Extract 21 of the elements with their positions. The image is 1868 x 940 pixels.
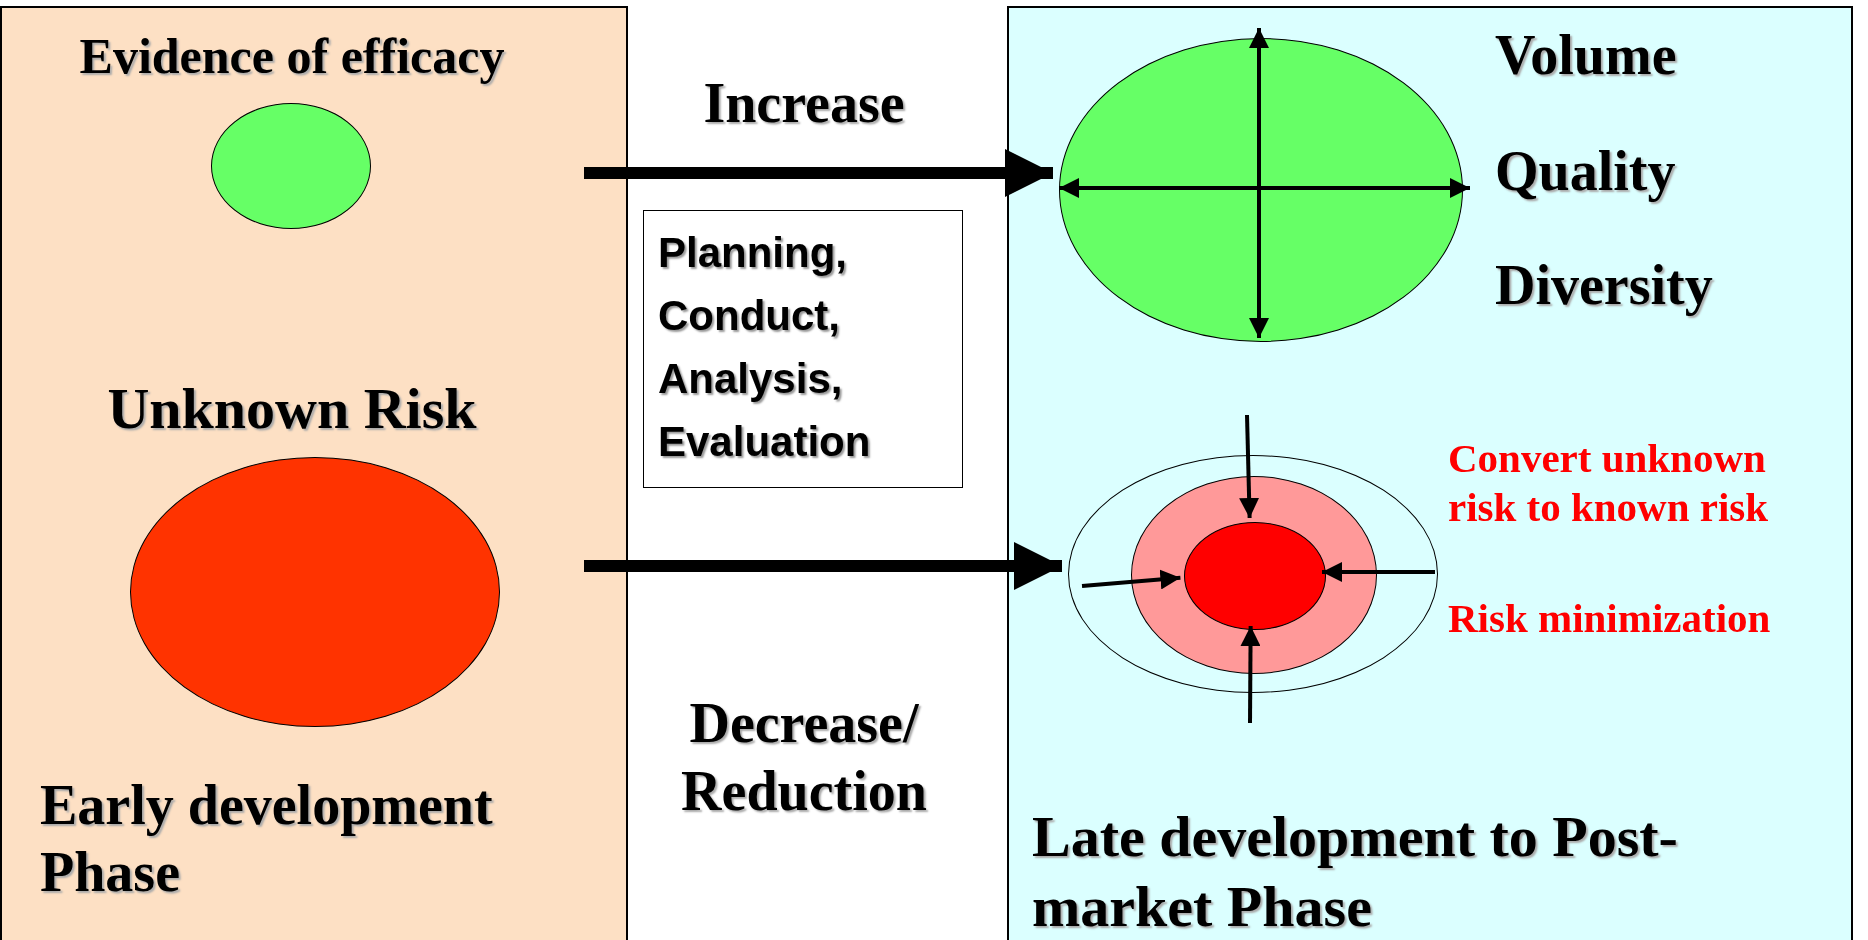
arrow bbox=[1081, 569, 1181, 590]
activity-box bbox=[643, 210, 963, 488]
arrow bbox=[1322, 562, 1435, 582]
node-label: Risk minimization bbox=[1448, 594, 1772, 643]
phase-panel bbox=[1007, 6, 1853, 940]
node-label: Quality bbox=[1495, 139, 1677, 204]
node-label: Evidence of efficacy bbox=[78, 27, 506, 86]
activity-text: Planning, Conduct, Analysis, Evaluation bbox=[658, 228, 872, 467]
arrow bbox=[584, 542, 1062, 590]
node-label: Convert unknown risk to known risk bbox=[1448, 434, 1770, 533]
edge-label: Increase bbox=[702, 71, 906, 137]
arrow bbox=[1240, 626, 1261, 723]
arrow bbox=[1239, 414, 1260, 519]
node-label: Unknown Risk bbox=[106, 375, 478, 443]
edge-label: Decrease/ Reduction bbox=[680, 691, 928, 824]
node-label: Diversity bbox=[1495, 253, 1714, 318]
node-label: Volume bbox=[1495, 23, 1678, 88]
phase-label: Late development to Post-market Phase bbox=[1032, 803, 1679, 940]
arrow bbox=[584, 149, 1053, 197]
phase-panel bbox=[0, 6, 628, 940]
phase-label: Early development Phase bbox=[40, 773, 494, 906]
